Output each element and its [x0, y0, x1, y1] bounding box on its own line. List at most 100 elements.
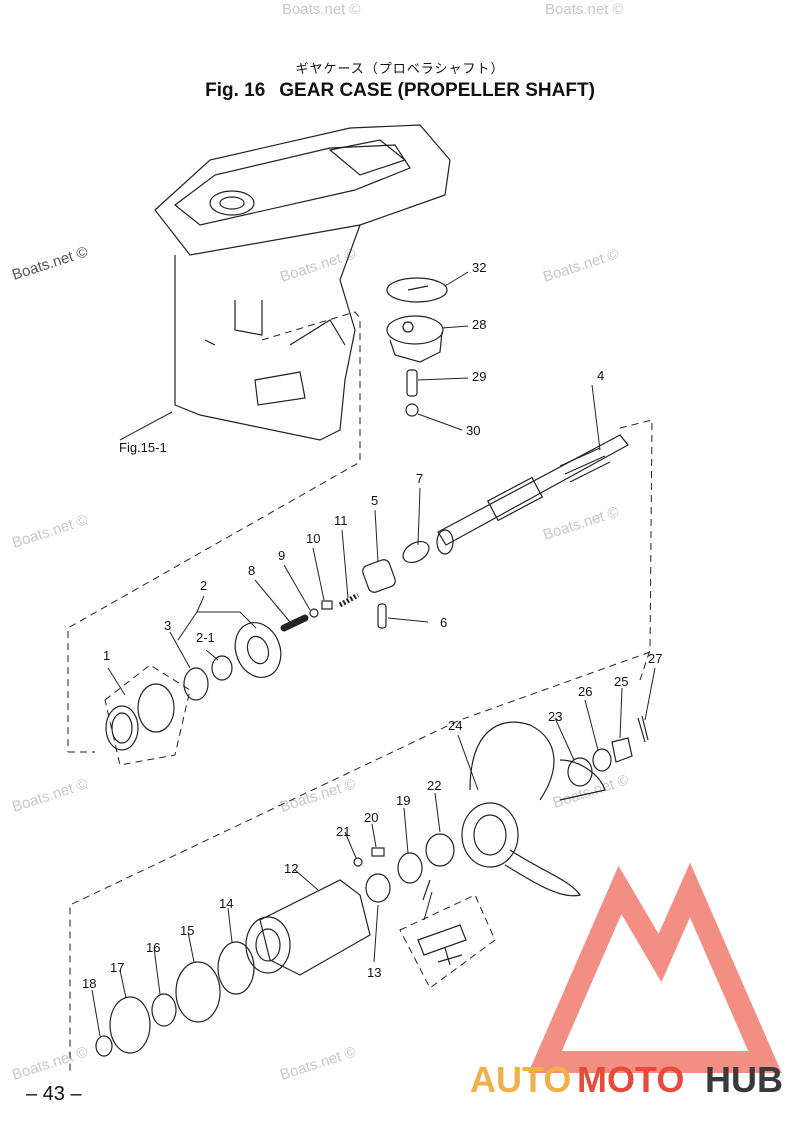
watermark: Boats.net © [545, 1, 624, 18]
propeller-nut-parts [567, 715, 649, 787]
reference-label: Fig.15-1 [119, 440, 167, 455]
callout-5: 5 [371, 493, 378, 508]
part-23 [567, 757, 593, 787]
part-32 [386, 277, 448, 303]
part-3 [183, 667, 209, 701]
callout-9: 9 [278, 548, 285, 563]
callout-4: 4 [597, 368, 604, 383]
watermark: Boats.net © [278, 245, 358, 285]
callout-8: 8 [248, 563, 255, 578]
callout-26: 26 [578, 684, 592, 699]
callout-27: 27 [648, 651, 662, 666]
part-18 [95, 1035, 113, 1057]
callout-2: 2 [200, 578, 207, 593]
leader-lines [91, 271, 656, 1037]
part-1-cup [105, 705, 139, 751]
callout-25: 25 [614, 674, 628, 689]
clutch-assembly [280, 540, 430, 632]
watermarks: Boats.net © Boats.net © Boats.net © Boat… [10, 1, 631, 1084]
gear-case-housing [154, 124, 451, 441]
part-15 [175, 961, 221, 1023]
part-9 [309, 608, 319, 618]
part-27 [637, 715, 649, 743]
watermark: Boats.net © [10, 511, 90, 551]
watermark: Boats.net © [10, 243, 90, 283]
bearing-housing [95, 879, 371, 1057]
callout-2-1: 2-1 [196, 630, 215, 645]
part-8 [280, 614, 309, 632]
part-25 [611, 737, 633, 763]
callout-19: 19 [396, 793, 410, 808]
part-6 [377, 603, 387, 629]
part-10 [321, 600, 333, 610]
callout-32: 32 [472, 260, 486, 275]
callout-3: 3 [164, 618, 171, 633]
callout-13: 13 [367, 965, 381, 980]
callout-15: 15 [180, 923, 194, 938]
page-number: – 43 – [26, 1083, 82, 1105]
callout-10: 10 [306, 531, 320, 546]
logo-triangle [528, 862, 782, 1073]
callout-14: 14 [219, 896, 233, 911]
callout-7: 7 [416, 471, 423, 486]
callout-30: 30 [466, 423, 480, 438]
japanese-title: ギヤケース（プロベラシャフト） [295, 62, 505, 77]
callout-18: 18 [82, 976, 96, 991]
automotohub-logo: AUTO MOTO HUB [470, 862, 783, 1100]
part-1-cone [137, 683, 175, 733]
tool-detail [417, 879, 467, 966]
watermark: Boats.net © [278, 775, 358, 815]
watermark: Boats.net © [541, 245, 621, 285]
part-16 [151, 993, 177, 1027]
callout-11: 11 [334, 513, 348, 528]
part-20 [371, 847, 385, 857]
callout-17: 17 [110, 960, 124, 975]
logo-auto: AUTO [470, 1059, 571, 1100]
part-12 [259, 879, 371, 976]
watermark: Boats.net © [282, 1, 361, 18]
anode-parts [386, 277, 448, 417]
propeller [461, 721, 606, 897]
part-28 [386, 315, 444, 345]
part-26 [592, 748, 612, 772]
callout-22: 22 [427, 778, 441, 793]
logo-moto: MOTO [577, 1059, 684, 1100]
part-11 [338, 592, 360, 608]
part-2 [234, 622, 282, 678]
part-29 [406, 369, 418, 397]
figure-name: GEAR CASE (PROPELLER SHAFT) [279, 80, 595, 101]
part-30 [405, 403, 419, 417]
rear-bearing-parts [353, 833, 455, 903]
callout-21: 21 [336, 824, 350, 839]
callout-16: 16 [146, 940, 160, 955]
part-5 [362, 559, 396, 593]
callout-1: 1 [103, 648, 110, 663]
callout-29: 29 [472, 369, 486, 384]
part-17 [109, 996, 151, 1054]
callout-24: 24 [448, 718, 462, 733]
callout-23: 23 [548, 709, 562, 724]
watermark: Boats.net © [10, 1043, 90, 1083]
part-7 [402, 540, 430, 564]
part-2-1 [211, 655, 233, 681]
logo-hub: HUB [705, 1059, 783, 1100]
part-19 [397, 852, 423, 884]
callout-labels: Fig.15-1 32 28 29 30 4 7 5 11 10 9 8 6 2… [82, 260, 662, 991]
propeller-shaft [436, 434, 629, 555]
part-14 [217, 941, 255, 995]
part-21 [353, 857, 363, 867]
forward-gear-assembly [105, 622, 282, 751]
envelope-lines [67, 311, 653, 1075]
part-22 [425, 833, 455, 867]
watermark: Boats.net © [278, 1043, 358, 1083]
watermark: Boats.net © [10, 775, 90, 815]
part-13 [365, 873, 391, 903]
figure-title: Fig. 16 GEAR CASE (PROPELLER SHAFT) [0, 80, 800, 102]
callout-20: 20 [364, 810, 378, 825]
figure-number: Fig. 16 [205, 80, 266, 101]
callout-12: 12 [284, 861, 298, 876]
callout-6: 6 [440, 615, 447, 630]
watermark: Boats.net © [541, 503, 621, 543]
callout-28: 28 [472, 317, 486, 332]
